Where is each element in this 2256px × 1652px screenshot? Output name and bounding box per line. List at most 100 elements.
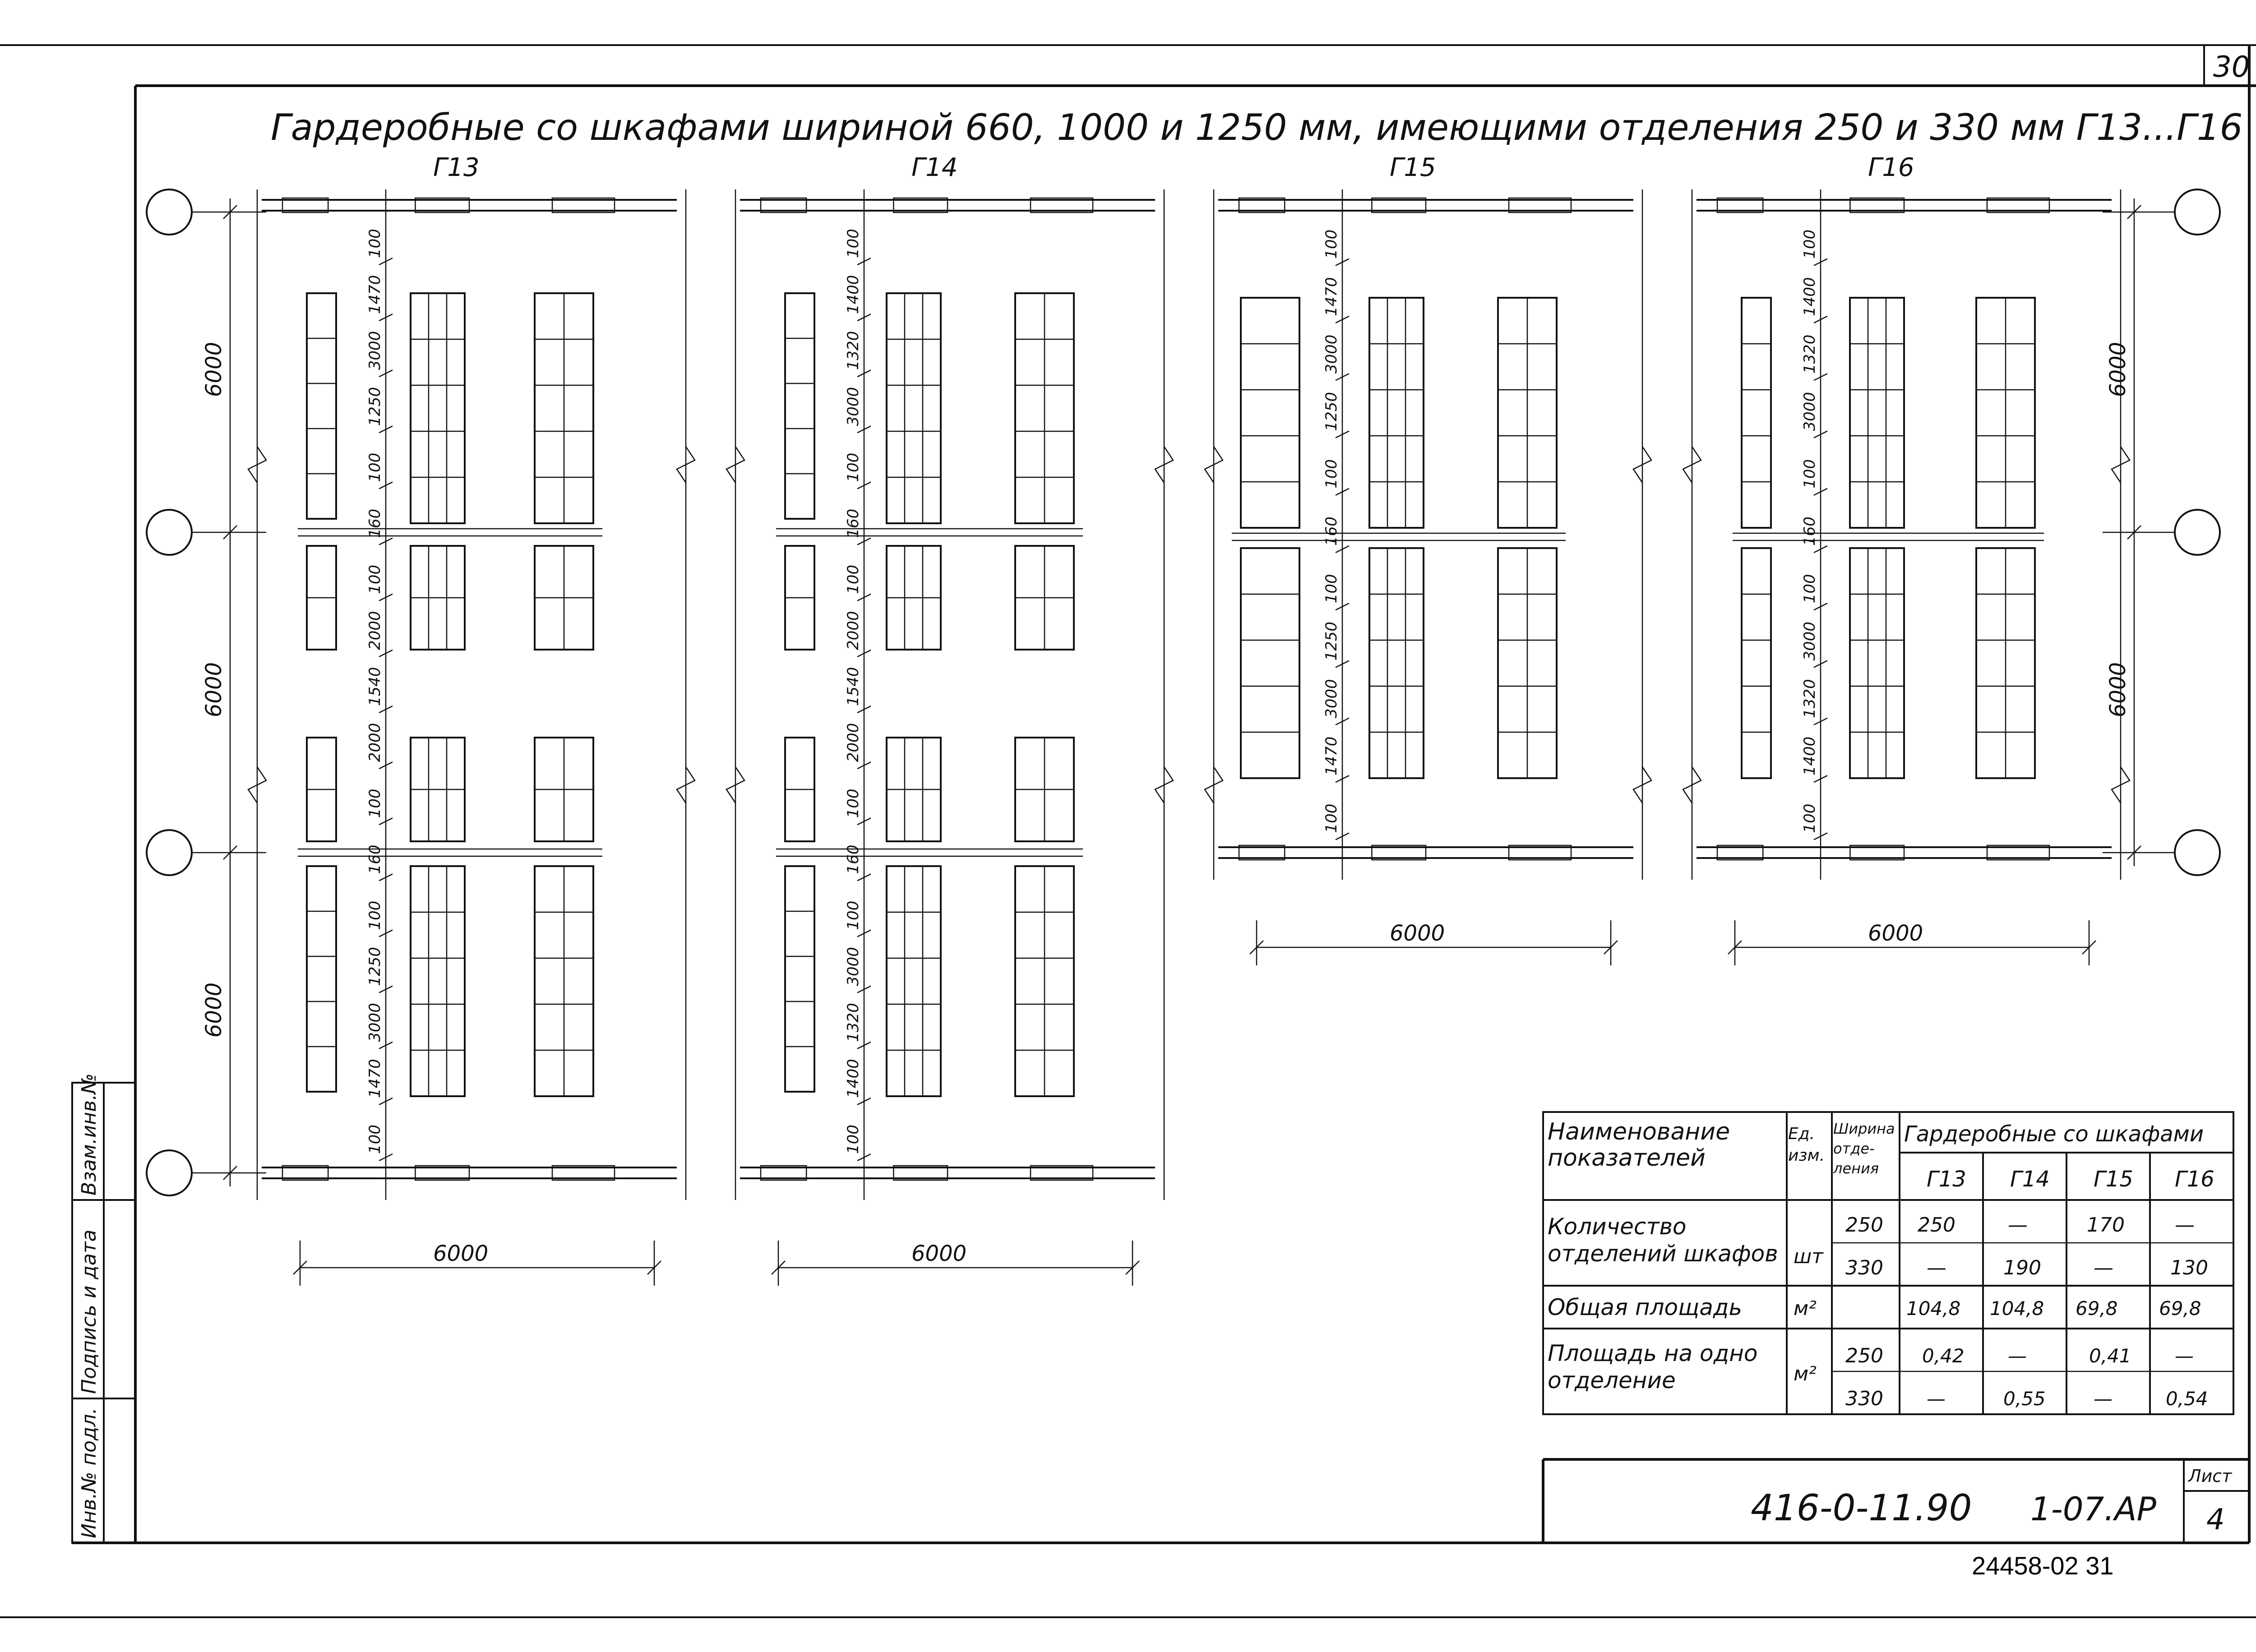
dim-label: 1400 (1801, 277, 1819, 316)
dim-tick (379, 1153, 393, 1162)
window-opening (1716, 844, 1764, 861)
dim-label: 100 (366, 229, 384, 258)
dim-label: 100 (366, 789, 384, 818)
cell: 250 (1918, 1214, 1956, 1237)
right-dim-1: 6000 (2105, 342, 2131, 397)
stamp-inv-label: Инв.№ подл. (78, 1407, 101, 1538)
cabinet-block (1240, 297, 1300, 529)
cabinet-block (1849, 297, 1905, 529)
dim-label: 100 (1801, 574, 1819, 603)
dim-tick (379, 985, 393, 993)
window-opening (760, 1165, 807, 1181)
window-opening (893, 1165, 948, 1181)
dim-tick (1335, 315, 1350, 324)
dim-tick (857, 593, 871, 601)
indicators-table: Наименование показателей Ед. изм. Ширина… (1542, 1111, 2234, 1415)
dim-label: 100 (366, 453, 384, 482)
dim-label: 2000 (844, 723, 862, 762)
cabinet-block (1849, 547, 1905, 779)
row-count-width-330: 330 (1845, 1256, 1883, 1279)
cell: — (2008, 1214, 2028, 1237)
dim-tick (1813, 258, 1828, 266)
dim-tick (857, 369, 871, 378)
left-dimension-chain: 6000 6000 6000 (201, 198, 237, 1186)
axis-circle (146, 829, 193, 876)
dim-tick (1813, 717, 1828, 725)
cell: 0,42 (1922, 1345, 1965, 1367)
cell: — (1927, 1388, 1946, 1410)
window-opening (415, 197, 470, 213)
dim-tick (1813, 775, 1828, 783)
break-mark (726, 446, 745, 483)
cell: 104,8 (1906, 1297, 1960, 1320)
break-mark (726, 766, 745, 803)
dim-tick (857, 425, 871, 434)
dim-label: 100 (844, 229, 862, 258)
cell: 0,55 (2003, 1388, 2046, 1410)
window-opening (1849, 197, 1905, 213)
dim-tick (857, 929, 871, 937)
bottom-dimension-label: 6000 (911, 1241, 966, 1266)
sheet-number: 4 (2206, 1503, 2225, 1537)
dim-label: 3000 (1801, 392, 1819, 431)
table-header-width: Ширина отде-ления (1833, 1120, 1895, 1177)
dim-tick (857, 1097, 871, 1105)
cell: 170 (2087, 1214, 2125, 1237)
cabinet-block (1741, 547, 1772, 779)
cell: — (2175, 1345, 2194, 1367)
dim-tick (1813, 315, 1828, 324)
cell: 104,8 (1990, 1297, 2044, 1320)
axis-circle (146, 1149, 193, 1196)
cell: 0,54 (2166, 1388, 2208, 1410)
cabinet-block (306, 865, 337, 1093)
window-opening (282, 197, 329, 213)
window-opening (1371, 197, 1427, 213)
dim-label: 1320 (844, 1003, 862, 1042)
cell: — (2008, 1345, 2027, 1367)
bottom-dimension-label: 6000 (1868, 921, 1923, 946)
dim-tick (857, 537, 871, 545)
dim-tick (379, 369, 393, 378)
break-mark (247, 766, 267, 803)
break-mark (1204, 446, 1224, 483)
cell: — (2094, 1388, 2113, 1410)
window-opening (1238, 844, 1285, 861)
break-mark (676, 766, 696, 803)
dim-tick (1813, 373, 1828, 381)
dim-label: 160 (1322, 517, 1341, 546)
dim-label: 1470 (1322, 277, 1341, 316)
dim-tick (857, 481, 871, 489)
dim-label: 100 (366, 901, 384, 930)
row-area-unit: м² (1794, 1297, 1817, 1320)
window-opening (1030, 1165, 1094, 1181)
dim-tick (379, 1041, 393, 1049)
cabinet-block (784, 292, 815, 520)
cell: 69,8 (2076, 1297, 2118, 1320)
row-count-width-250: 250 (1845, 1214, 1883, 1237)
window-opening (1508, 844, 1572, 861)
dim-label: 3000 (1801, 622, 1819, 661)
plan-g16: Г161001400132030001001601003000132014001… (1682, 153, 2131, 965)
title-block-sheet-code: 1-07.АР (2030, 1490, 2157, 1528)
dim-label: 3000 (366, 1003, 384, 1042)
bottom-dimension-label: 6000 (1390, 921, 1445, 946)
dim-tick (1813, 545, 1828, 554)
cabinet-block (1368, 297, 1424, 529)
dim-label: 100 (1322, 574, 1341, 603)
plan-g13: Г131001470300012501001601002000154020001… (247, 153, 696, 1286)
dim-label: 1540 (366, 667, 384, 706)
row-per-name: Площадь на одно отделение (1548, 1340, 1758, 1394)
dim-tick (857, 761, 871, 770)
row-count-unit: шт (1794, 1245, 1824, 1268)
dim-label: 100 (844, 789, 862, 818)
window-opening (551, 197, 615, 213)
dim-label: 2000 (366, 723, 384, 762)
dim-label: 1250 (366, 947, 384, 986)
dim-tick (857, 1153, 871, 1162)
dim-label: 100 (1322, 803, 1341, 833)
cabinet-block (306, 292, 337, 520)
dim-label: 3000 (844, 387, 862, 426)
dim-tick (1335, 660, 1350, 668)
row-per-width-330: 330 (1845, 1387, 1883, 1410)
dim-tick (379, 817, 393, 826)
